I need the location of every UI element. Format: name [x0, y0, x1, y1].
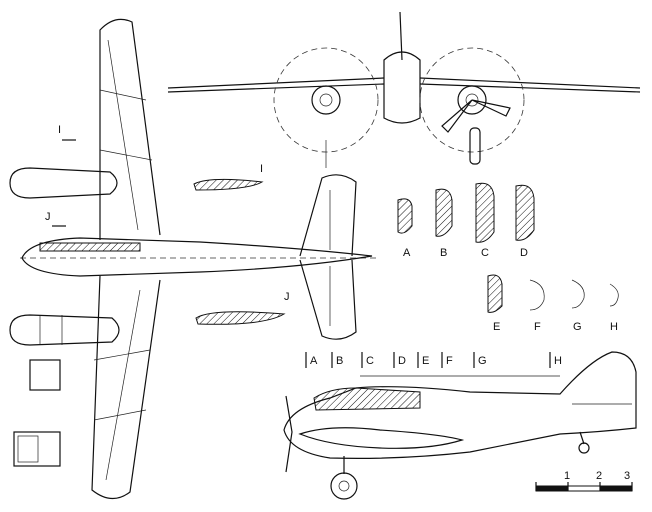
- airfoil-label-j: J: [284, 291, 290, 303]
- section-f: [529, 279, 545, 311]
- gun-pod: [13, 431, 61, 467]
- engine-right: [457, 85, 487, 115]
- scale-label-2: 2: [596, 470, 602, 482]
- airfoil-j: [195, 311, 286, 325]
- section-d: [515, 184, 535, 241]
- section-label-g: G: [573, 321, 582, 333]
- prop-disc-left: [273, 47, 379, 153]
- fin-front: [399, 11, 403, 61]
- plan-label-j: J: [45, 211, 51, 223]
- prop-blade: [471, 99, 511, 117]
- scale-label-3: 3: [624, 470, 630, 482]
- upper-wing: [99, 18, 161, 240]
- section-label-a: A: [403, 247, 411, 259]
- front-view: [167, 11, 641, 168]
- main-wheel: [330, 472, 358, 500]
- section-label-f: F: [534, 321, 541, 333]
- front-wing-right: [419, 77, 641, 89]
- plan-view: I J: [9, 18, 380, 500]
- airfoil-i: [193, 178, 264, 191]
- airfoil-label-i: I: [260, 163, 263, 175]
- tailplane-upper: [299, 174, 357, 257]
- side-view: A B C D E F G H: [283, 351, 637, 500]
- section-h: [609, 283, 619, 307]
- side-propeller: [285, 395, 293, 473]
- station-label-a: A: [310, 355, 318, 367]
- station-label-d: D: [398, 355, 406, 367]
- section-e: [487, 274, 503, 313]
- station-label-g: G: [478, 355, 487, 367]
- station-label-f: F: [446, 355, 453, 367]
- section-a: [397, 198, 413, 234]
- side-canopy: [313, 387, 421, 411]
- engine-nacelle-lower: [9, 314, 120, 346]
- station-label-b: B: [336, 355, 343, 367]
- station-label-c: C: [366, 355, 374, 367]
- engine-nacelle-upper: [9, 167, 118, 199]
- side-nacelle: [298, 427, 465, 449]
- front-gear: [469, 127, 481, 165]
- side-fuselage: [283, 351, 637, 459]
- gun-bay: [29, 359, 61, 391]
- front-wing-left: [167, 77, 385, 89]
- fuselage-sections: A B C D E F G H: [397, 182, 619, 333]
- section-b: [435, 188, 453, 237]
- tail-wheel: [578, 442, 590, 454]
- lower-wing: [91, 275, 161, 500]
- section-label-b: B: [440, 247, 447, 259]
- tailplane-lower: [299, 259, 357, 340]
- front-fuselage: [383, 51, 421, 124]
- scale-label-1: 1: [564, 470, 570, 482]
- station-label-e: E: [422, 355, 429, 367]
- airfoil-sections: I J: [193, 163, 290, 325]
- section-g: [571, 279, 585, 309]
- section-label-c: C: [481, 247, 489, 259]
- station-label-h: H: [554, 355, 562, 367]
- plan-label-i: I: [58, 124, 61, 136]
- canopy-hatch: [39, 242, 141, 252]
- fuselage-plan: [21, 237, 373, 277]
- section-label-h: H: [610, 321, 618, 333]
- engine-left: [311, 85, 341, 115]
- section-label-e: E: [493, 321, 500, 333]
- section-c: [475, 182, 495, 243]
- prop-disc-right: [419, 47, 525, 153]
- scale-bar: 1 2 3: [535, 470, 633, 492]
- section-label-d: D: [520, 247, 528, 259]
